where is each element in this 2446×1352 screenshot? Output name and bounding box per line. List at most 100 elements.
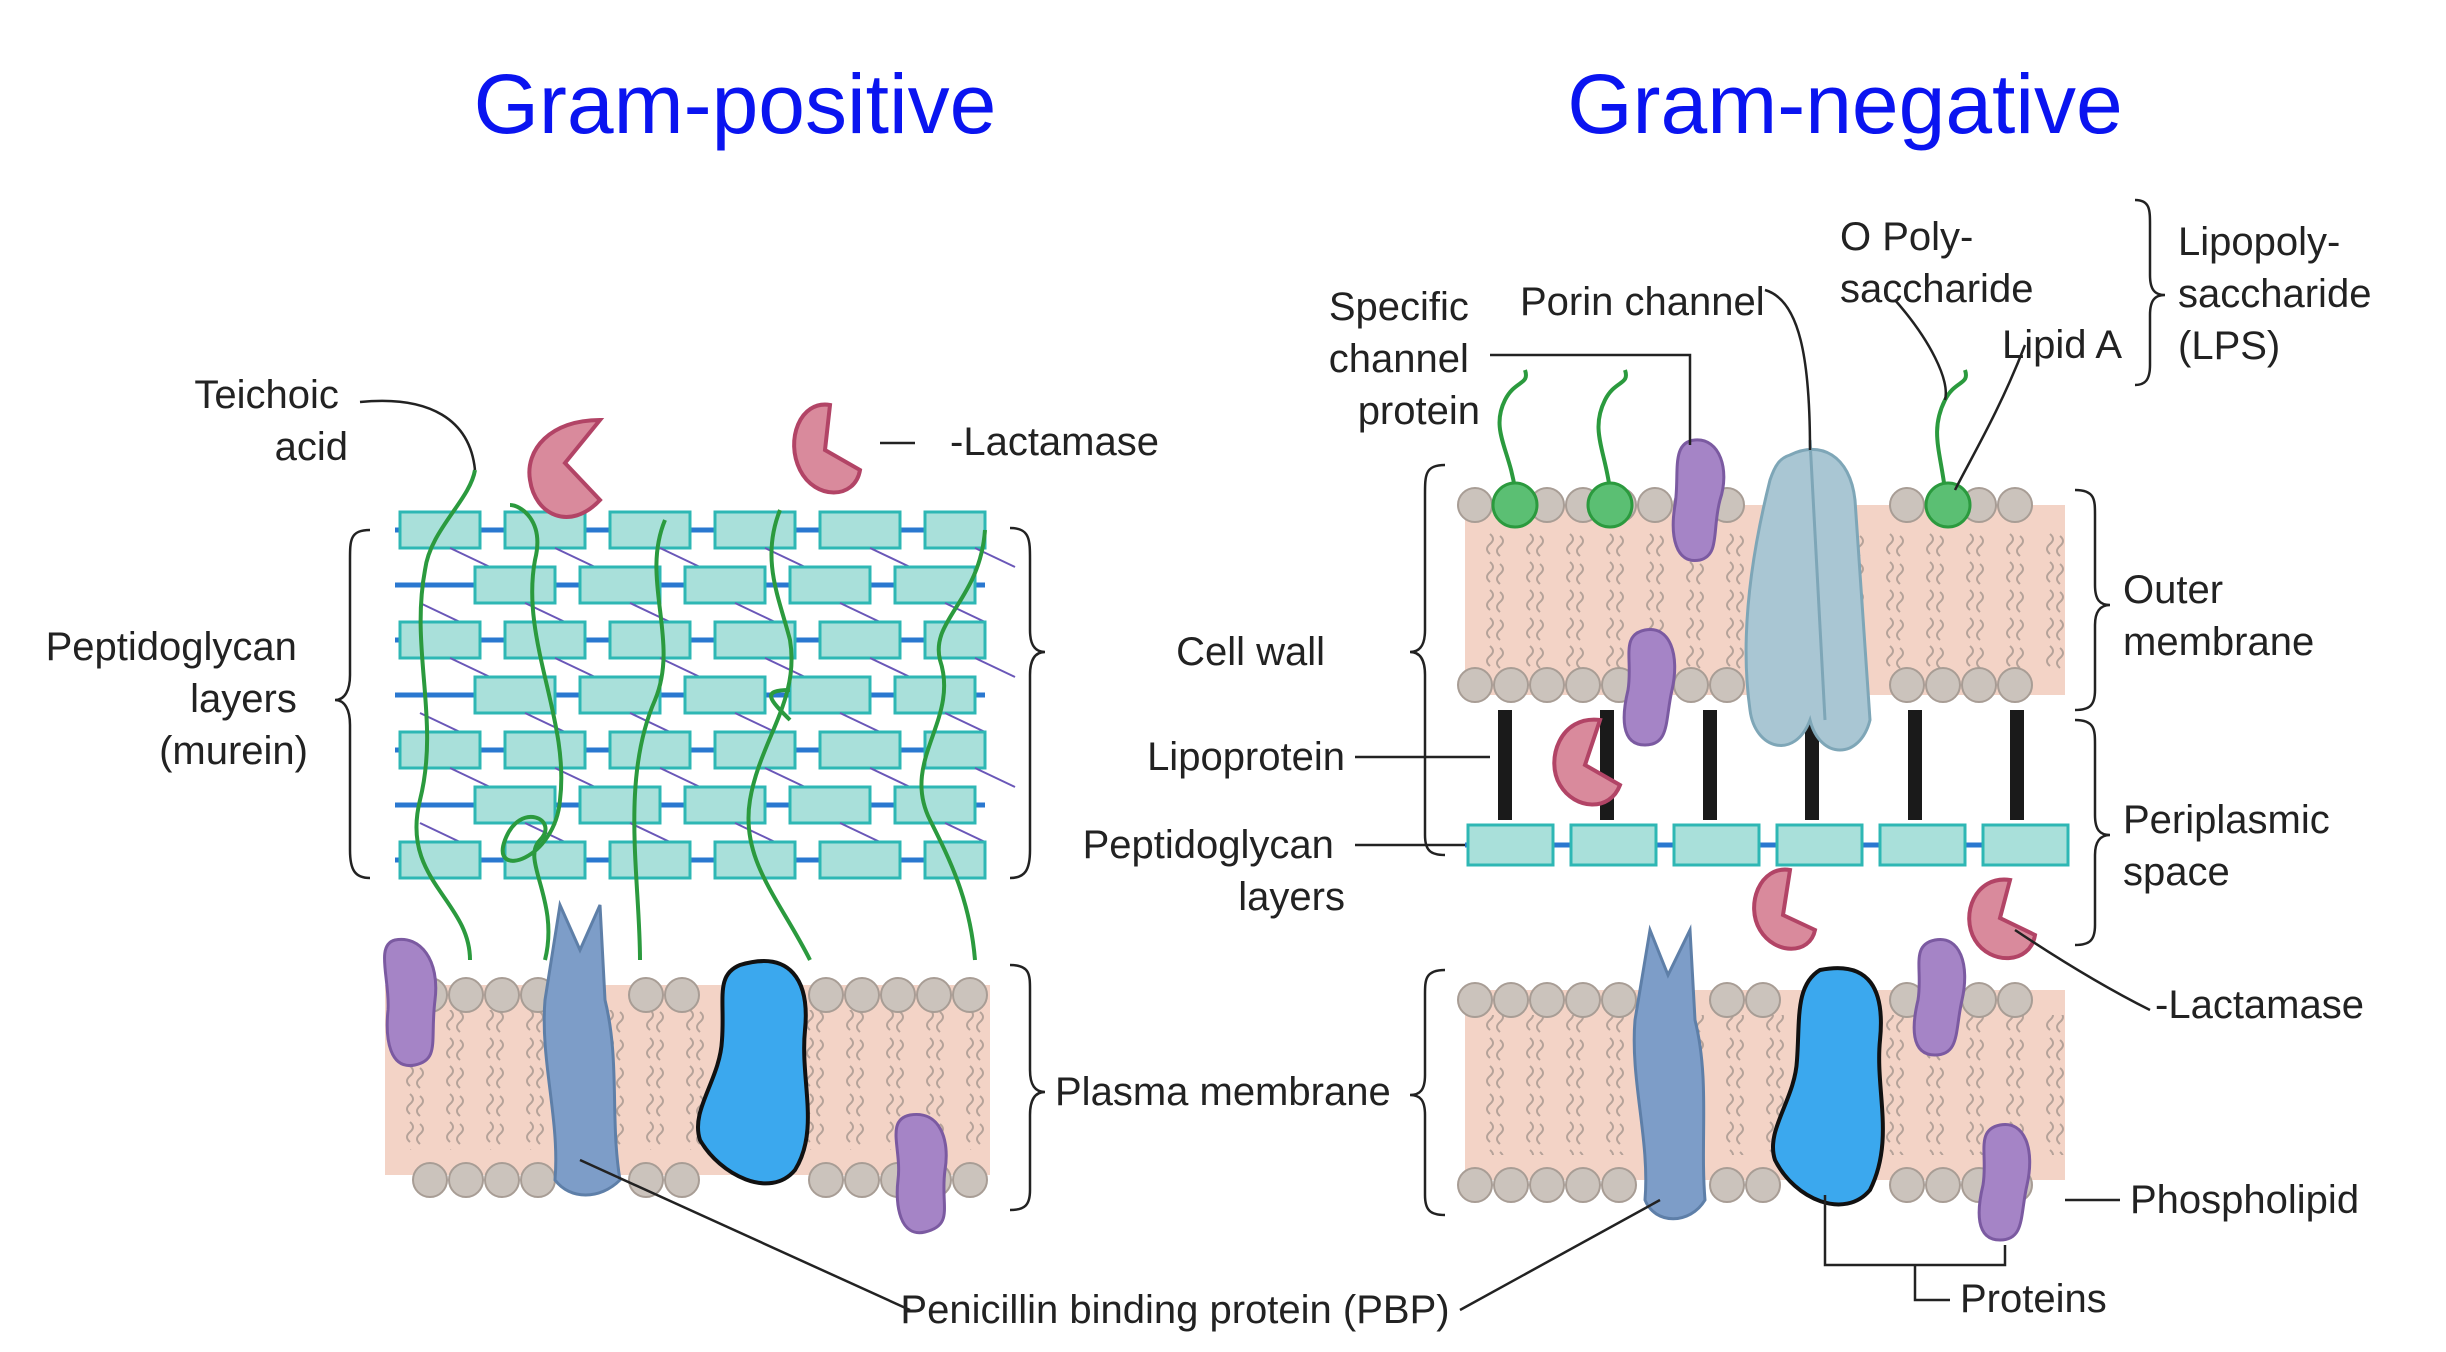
phospholipid-head: [1457, 487, 1493, 523]
phospholipid-head: [412, 1162, 448, 1198]
gn-beta-lactamase-label: -Lactamase: [2155, 983, 2364, 1027]
glycan-strand: [818, 730, 902, 770]
gn-pointer-lines: [1355, 288, 2151, 1302]
blue-protein-icon: [1771, 966, 1885, 1207]
phospholipid-head: [1457, 1167, 1493, 1203]
gn-peptidoglycan-label: Peptidoglycan layers: [1083, 823, 1345, 919]
glycan-strand: [1878, 823, 1967, 867]
glycan-strand: [788, 675, 872, 715]
phospholipid-head: [520, 1162, 556, 1198]
phospholipid-head: [844, 977, 880, 1013]
phospholipid-head: [1745, 1167, 1781, 1203]
phospholipid-head: [1889, 667, 1925, 703]
pbp-protein-icon: [1632, 924, 1707, 1221]
glycan-strand: [398, 620, 482, 660]
phospholipid-head: [1565, 1167, 1601, 1203]
phospholipid-head: [1709, 982, 1745, 1018]
glycan-strand: [1775, 823, 1864, 867]
beta-lactamase-icon: [1752, 867, 1818, 951]
phospholipid-head: [1745, 982, 1781, 1018]
phospholipid-head: [1961, 667, 1997, 703]
lps-label: Lipopoly- saccharide (LPS): [2178, 220, 2383, 368]
peptidoglycan-mesh: [395, 510, 1016, 880]
proteins-label: Proteins: [1960, 1277, 2107, 1321]
gp-peptidoglycan-label: Peptidoglycan layers (murein): [46, 625, 308, 773]
phospholipid-head: [1925, 667, 1961, 703]
gram-negative-diagram: Specific channel protein Porin channel O…: [1083, 198, 2383, 1321]
phospholipid-head: [1889, 487, 1925, 523]
purple-protein-icon: [382, 937, 438, 1067]
phospholipid-head: [880, 977, 916, 1013]
glycan-strand: [578, 675, 662, 715]
glycan-strand: [1981, 823, 2070, 867]
phospholipid-label: Phospholipid: [2130, 1178, 2359, 1222]
phospholipid-head: [1493, 667, 1529, 703]
beta-lactamase-icon: [1552, 717, 1623, 807]
teichoic-acid-label: Teichoic acid: [194, 373, 350, 469]
phospholipid-head: [1997, 487, 2033, 523]
phospholipid-head: [628, 1162, 664, 1198]
phospholipid-head: [844, 1162, 880, 1198]
phospholipid-head: [1709, 1167, 1745, 1203]
phospholipid-head: [1601, 1167, 1637, 1203]
glycan-strand: [713, 510, 797, 550]
glycan-strand: [683, 675, 767, 715]
phospholipid-head: [1493, 982, 1529, 1018]
porin-channel-icon: [1744, 447, 1872, 752]
phospholipid-head: [1529, 1167, 1565, 1203]
gram-positive-diagram: Teichoic acid -Lactamase Peptidoglycan l…: [46, 373, 1391, 1235]
glycan-strand: [578, 785, 662, 825]
phospholipid-head: [1457, 982, 1493, 1018]
phospholipid-head: [448, 1162, 484, 1198]
peptidoglycan-brace-left: [334, 528, 371, 880]
phospholipid-head: [1997, 667, 2033, 703]
inner-membrane-heads: [1457, 982, 2033, 1203]
peptidoglycan-brace-right: [1009, 526, 1046, 880]
o-polysaccharide-label: O Poly- saccharide: [1840, 215, 2033, 311]
pbp-pointers: [579, 1158, 1661, 1312]
gn-braces: [1409, 198, 2166, 1217]
teichoic-acid-strands: [414, 469, 987, 961]
periplasmic-space-label: Periplasmic space: [2123, 798, 2341, 894]
plasma-membrane-label: Plasma membrane: [1055, 1070, 1391, 1114]
phospholipid-head: [1889, 1167, 1925, 1203]
lipid-a-label: Lipid A: [2002, 323, 2122, 367]
purple-protein-icon: [1912, 938, 1967, 1057]
phospholipid-head: [1997, 982, 2033, 1018]
glycan-strand: [503, 620, 587, 660]
specific-channel-label: Specific channel protein: [1329, 285, 1480, 433]
glycan-strand: [818, 510, 902, 550]
purple-protein-icon: [1622, 628, 1677, 747]
glycan-strand: [818, 620, 902, 660]
glycan-strand: [818, 840, 902, 880]
glycan-strand: [1466, 823, 1555, 867]
pbp-protein-icon: [542, 899, 622, 1197]
glycan-strand: [713, 730, 797, 770]
phospholipid-head: [1565, 667, 1601, 703]
phospholipid-head: [916, 977, 952, 1013]
purple-protein-icon: [1977, 1123, 2032, 1242]
lps-molecules: [1491, 369, 1972, 529]
blue-protein-icon: [696, 959, 810, 1186]
glycan-strand: [893, 785, 977, 825]
phospholipid-head: [1961, 982, 1997, 1018]
glycan-strand: [578, 565, 662, 605]
glycan-strand: [788, 785, 872, 825]
phospholipid-head: [1637, 487, 1673, 523]
specific-channel-protein-icon: [1671, 438, 1726, 562]
phospholipid-head: [808, 977, 844, 1013]
phospholipid-head: [664, 1162, 700, 1198]
glycan-strand: [788, 565, 872, 605]
glycan-strand: [398, 730, 482, 770]
glycan-strand: [608, 510, 692, 550]
phospholipid-head: [1925, 1167, 1961, 1203]
glycan-strand: [923, 730, 987, 770]
phospholipid-head: [484, 1162, 520, 1198]
plasma-membrane-brace: [1009, 963, 1046, 1212]
title-gram-negative: Gram-negative: [1567, 57, 2123, 151]
gn-peptidoglycan-layer: [1465, 823, 2070, 867]
porin-channel-label: Porin channel: [1520, 280, 1765, 324]
phospholipid-head: [1601, 982, 1637, 1018]
glycan-strand: [923, 620, 987, 660]
